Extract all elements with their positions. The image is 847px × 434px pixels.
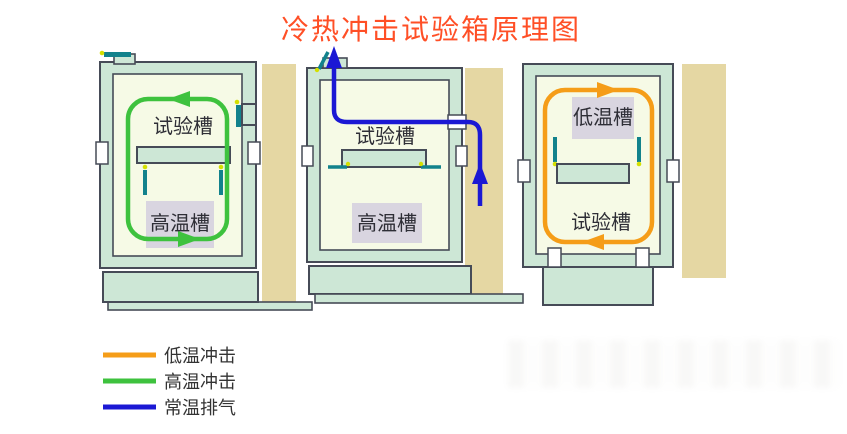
- left-wall-notch: [517, 159, 531, 183]
- top-vent-vane-closed: [104, 52, 131, 57]
- sensor-dot: [418, 161, 424, 167]
- airflow-arrowhead-left: [582, 234, 604, 250]
- damper-shelf: [341, 149, 427, 168]
- page-title: 冷热冲击试验箱原理图: [281, 14, 581, 45]
- panel-2-ambient-exhaust: 试验槽 高温槽: [301, 46, 524, 304]
- airflow-arrowhead-right: [597, 82, 619, 98]
- damper-shelf: [556, 163, 630, 184]
- sensor-dot: [234, 99, 240, 105]
- legend-label: 低温冲击: [164, 346, 236, 366]
- base-plinth: [308, 265, 472, 295]
- chamber-label: 试验槽: [355, 125, 415, 148]
- floor-strip: [107, 301, 313, 311]
- panel-1-high-temp-shock: 试验槽 高温槽: [95, 50, 313, 311]
- chamber-label: 试验槽: [571, 211, 631, 234]
- top-vent-vane-open: [317, 51, 330, 70]
- base-plinth: [542, 264, 654, 306]
- legend-label: 高温冲击: [164, 372, 236, 392]
- floor-strip: [314, 293, 524, 304]
- legend-label: 常温排气: [164, 398, 236, 418]
- exhaust-duct: [262, 64, 296, 302]
- sensor-dot: [218, 164, 224, 170]
- panel-3-low-temp-shock: 低温槽 试验槽: [517, 63, 726, 306]
- right-wall-notch: [455, 145, 468, 167]
- damper-shelf: [136, 146, 231, 164]
- chamber-label: 试验槽: [153, 115, 213, 138]
- chamber-label-box: [352, 203, 422, 243]
- damper-vane-open: [219, 170, 223, 195]
- chamber-label: 低温槽: [573, 106, 633, 129]
- damper-vane-open: [637, 137, 641, 162]
- chamber-label-box: [572, 97, 634, 139]
- left-wall-notch: [95, 141, 109, 165]
- right-wall-notch: [247, 141, 261, 165]
- bottom-step: [635, 247, 650, 268]
- damper-vane-open: [143, 170, 147, 195]
- left-wall-notch: [301, 145, 314, 167]
- airflow-arrowhead-left: [168, 91, 190, 107]
- sensor-dot: [345, 161, 351, 167]
- right-wall-notch: [666, 159, 680, 183]
- legend: 低温冲击 高温冲击 常温排气: [103, 346, 236, 418]
- sensor-dot: [314, 67, 320, 73]
- chamber-label: 高温槽: [357, 212, 417, 235]
- sensor-dot: [142, 164, 148, 170]
- ambient-exhaust-path: [331, 58, 483, 206]
- airflow-arrowhead-right: [178, 231, 200, 247]
- bottom-step: [547, 247, 562, 268]
- damper-vane-open: [553, 137, 557, 162]
- airflow-arrowhead-up: [326, 46, 342, 68]
- sensor-dot: [99, 50, 105, 56]
- base-plinth: [102, 271, 259, 303]
- sensor-dot: [636, 161, 642, 167]
- chamber-label: 高温槽: [150, 212, 210, 235]
- exhaust-duct: [682, 64, 726, 278]
- side-port-box: [241, 103, 257, 126]
- side-port-vane-closed: [236, 105, 241, 127]
- airflow-arrowhead-up: [472, 163, 488, 184]
